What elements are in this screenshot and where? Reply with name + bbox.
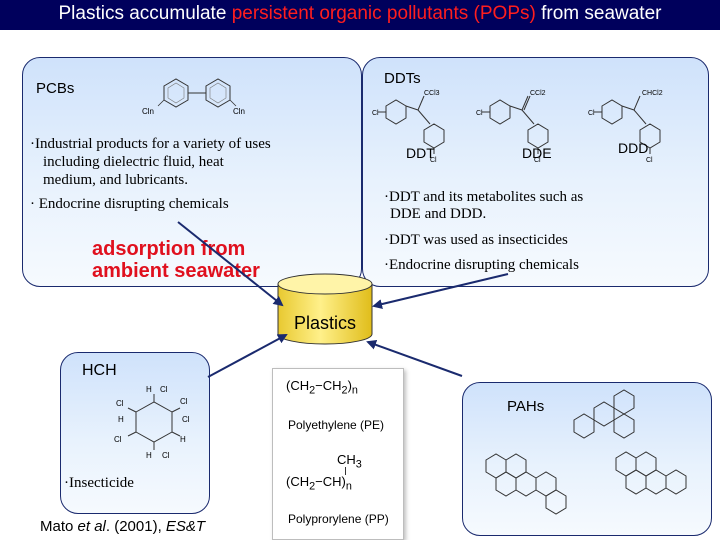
ddts-bullet3: ·Endocrine disrupting chemicals bbox=[384, 257, 579, 273]
ddt-cl-a: Cl bbox=[372, 110, 379, 117]
title-part2: from seawater bbox=[535, 3, 662, 24]
citation-journal: ES&T bbox=[165, 518, 206, 535]
pe-ch-a: CH bbox=[290, 378, 310, 393]
ddt-group: CCl3 bbox=[424, 90, 440, 97]
ddt-name: DDT bbox=[406, 145, 435, 161]
ddd-group: CHCl2 bbox=[642, 90, 663, 97]
plastics-cylinder bbox=[277, 273, 373, 345]
citation: Mato et al. (2001), ES&T bbox=[40, 518, 205, 535]
hch-bullet: ·Insecticide bbox=[64, 475, 134, 491]
hch-atom-10: Cl bbox=[116, 399, 124, 408]
pcbs-bullet2: · Endocrine disrupting chemicals bbox=[30, 196, 229, 212]
ddts-box bbox=[362, 57, 709, 287]
adsorption-line2: ambient seawater bbox=[92, 260, 260, 282]
pp-ch3-text: CH bbox=[337, 452, 356, 467]
pcbs-bullet1-line2: including dielectric fluid, heat bbox=[43, 154, 224, 170]
dde-group: CCl2 bbox=[530, 90, 546, 97]
ddts-bullet2: ·DDT was used as insecticides bbox=[384, 232, 568, 248]
pp-branch-line bbox=[345, 467, 346, 475]
citation-rest: . (2001), bbox=[105, 518, 166, 535]
hch-atom-7: H bbox=[146, 451, 152, 460]
ddd-cl-a: Cl bbox=[588, 110, 595, 117]
pp-sub3: 3 bbox=[355, 458, 362, 471]
ddt-cl-b: Cl bbox=[430, 157, 437, 164]
pcbs-bullet1-line3: medium, and lubricants. bbox=[43, 172, 188, 188]
ddt-structures-icon: Cl Cl CCl3 Cl Cl CCl2 Cl Cl CHCl2 bbox=[372, 90, 663, 164]
pcb-cl-right: Cln bbox=[233, 107, 245, 116]
ddts-bullet1-line1: ·DDT and its metabolites such as bbox=[384, 189, 584, 205]
hch-atom-1: H bbox=[146, 385, 152, 394]
pe-formula: (CH2−CH2)n bbox=[286, 378, 358, 397]
hch-atom-6: Cl bbox=[162, 451, 170, 460]
ddts-label: DDTs bbox=[384, 70, 421, 87]
hch-atom-2: Cl bbox=[160, 385, 168, 394]
citation-etal: et al bbox=[77, 518, 106, 535]
title-part1: Plastics accumulate bbox=[58, 3, 232, 24]
pp-formula: (CH2−CH)n bbox=[286, 474, 352, 493]
ddd-name: DDD bbox=[618, 140, 649, 156]
pahs-label: PAHs bbox=[507, 398, 545, 415]
pcb-cl-left: Cln bbox=[142, 107, 154, 116]
ddd-cl-b: Cl bbox=[646, 157, 653, 164]
adsorption-line1: adsorption from bbox=[92, 238, 246, 260]
pp-n: n bbox=[345, 480, 352, 493]
pe-n: n bbox=[351, 384, 358, 397]
plastics-label: Plastics bbox=[293, 313, 356, 333]
pe-ch-b: CH bbox=[322, 378, 342, 393]
hch-atom-3: Cl bbox=[180, 397, 188, 406]
pe-sub-b: 2 bbox=[341, 384, 348, 397]
title-highlight: persistent organic pollutants (POPs) bbox=[231, 3, 536, 24]
hch-label: HCH bbox=[82, 362, 117, 379]
ddts-bullet1-line2: DDE and DDD. bbox=[390, 206, 487, 222]
dde-cl-a: Cl bbox=[476, 110, 483, 117]
pp-ch-b: CH bbox=[322, 474, 342, 489]
hch-box bbox=[60, 352, 210, 514]
pcbs-label: PCBs bbox=[36, 80, 75, 97]
hch-structure-icon: H Cl Cl Cl H Cl H Cl H Cl bbox=[114, 385, 190, 460]
title-bar bbox=[0, 0, 720, 30]
citation-author: Mato bbox=[40, 518, 78, 535]
hch-atom-9: H bbox=[118, 415, 124, 424]
pe-name: Polyethylene (PE) bbox=[288, 418, 385, 432]
pp-name: Polyprorylene (PP) bbox=[288, 512, 389, 526]
pp-sub-a: 2 bbox=[309, 480, 316, 493]
pe-sub-a: 2 bbox=[309, 384, 316, 397]
pcb-structure-icon: Cln Cln bbox=[142, 78, 245, 116]
pah-structures-icon bbox=[485, 389, 687, 515]
dde-cl-b: Cl bbox=[534, 157, 541, 164]
dde-name: DDE bbox=[522, 145, 552, 161]
hch-atom-4: Cl bbox=[182, 415, 190, 424]
hch-atom-8: Cl bbox=[114, 435, 122, 444]
pp-ch-a: CH bbox=[290, 474, 310, 489]
hch-atom-5: H bbox=[180, 435, 186, 444]
pcbs-bullet1-line1: ·Industrial products for a variety of us… bbox=[30, 136, 271, 152]
pp-ch3: CH3 bbox=[337, 452, 362, 471]
slide-title: Plastics accumulate persistent organic p… bbox=[0, 3, 720, 25]
